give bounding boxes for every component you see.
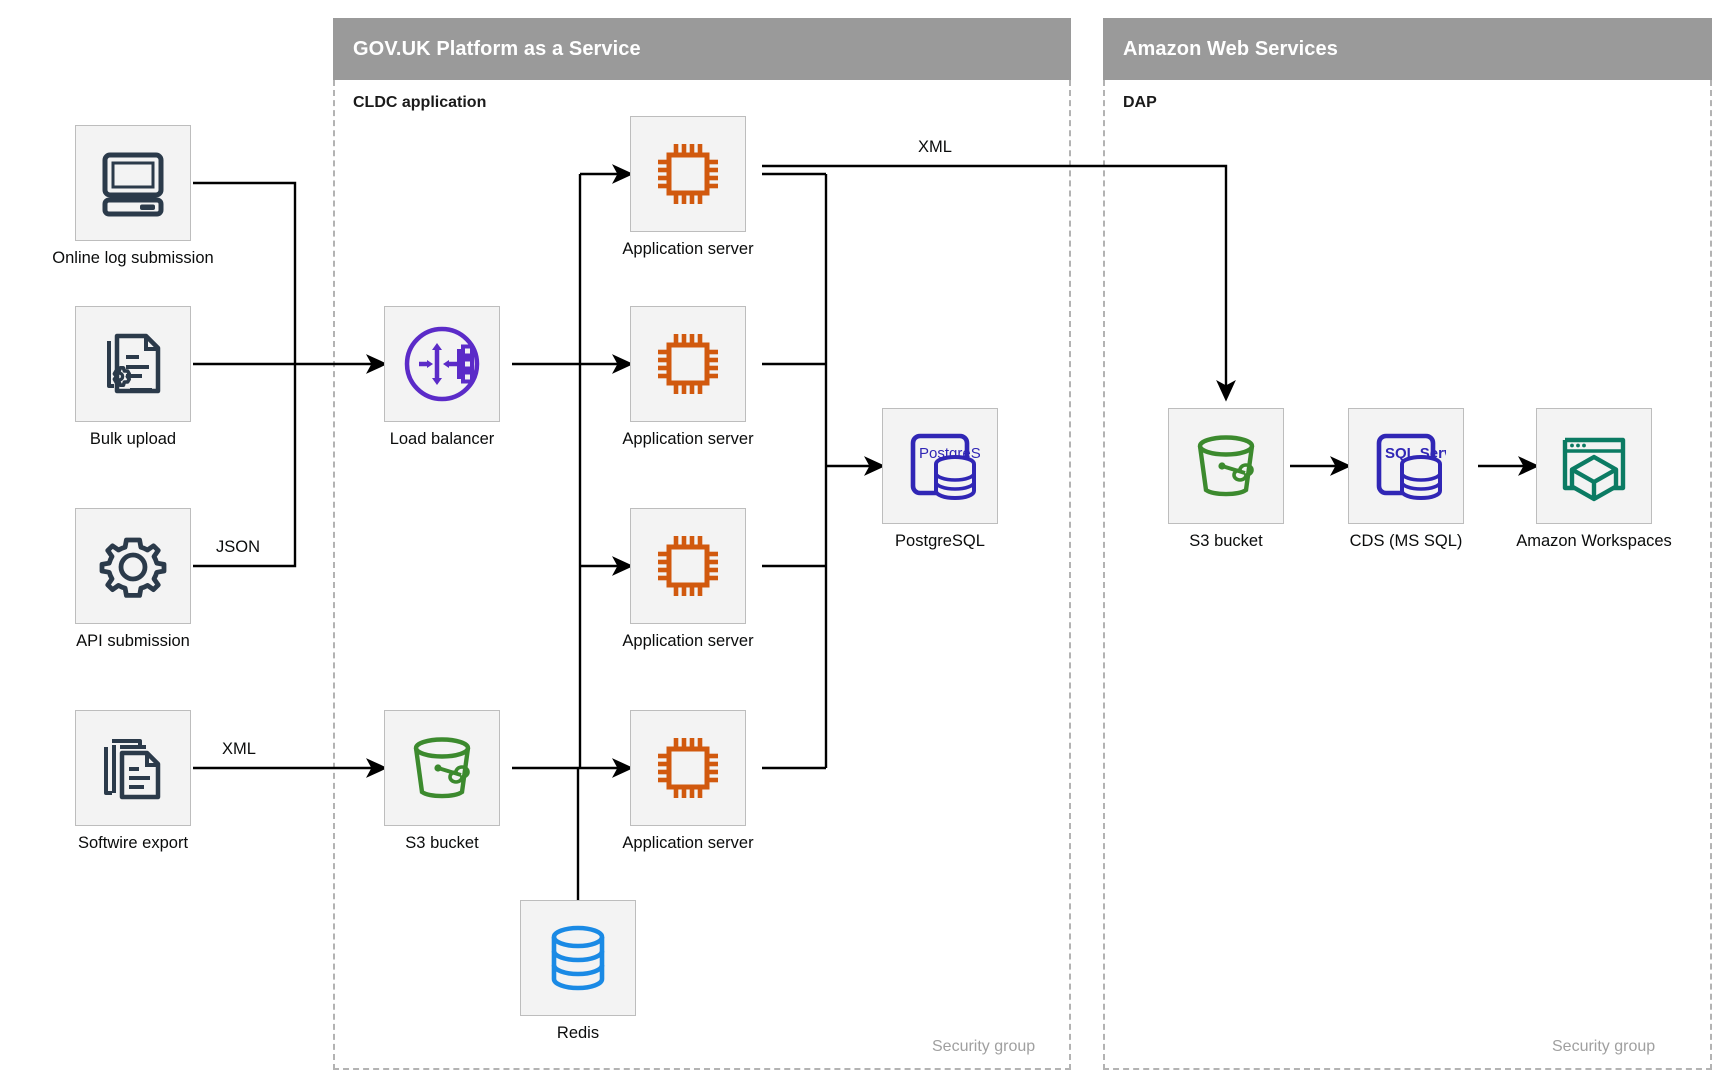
node-tile-api-submission [75, 508, 191, 624]
node-postgresql[interactable]: PostgreSQL PostgreSQL [882, 408, 998, 550]
edge-label-json-text: JSON [216, 538, 261, 556]
bucket-icon [1197, 435, 1255, 497]
node-tile-app-server-4 [630, 710, 746, 826]
document-gear-icon [107, 333, 161, 394]
node-app-server-3[interactable]: Application server [622, 508, 754, 650]
node-online-log-submission[interactable]: Online log submission [52, 125, 214, 267]
security-group-label-aws: Security group [1552, 1038, 1655, 1056]
node-s3-bucket-paas[interactable]: S3 bucket [384, 710, 500, 852]
node-tile-app-server-2 [630, 306, 746, 422]
group-title-dap: DAP [1123, 94, 1157, 112]
document-stack-icon [104, 739, 161, 800]
node-label-app-server-1: Application server [622, 240, 754, 258]
edge-label-xml-to-s3: XML [918, 138, 952, 157]
edge-label-xml-to-s3-text: XML [918, 138, 952, 156]
node-s3-bucket-aws[interactable]: S3 bucket [1168, 408, 1284, 550]
cpu-chip-icon [658, 738, 718, 798]
node-tile-s3-bucket-paas [384, 710, 500, 826]
node-label-load-balancer: Load balancer [389, 430, 495, 448]
cpu-chip-icon [658, 536, 718, 596]
node-label-app-server-2: Application server [622, 430, 754, 448]
zone-header-aws-label: Amazon Web Services [1123, 37, 1338, 60]
group-title-dap-label: DAP [1123, 94, 1157, 111]
zone-header-paas: GOV.UK Platform as a Service [333, 18, 1071, 80]
node-label-s3-bucket-paas: S3 bucket [405, 834, 479, 852]
security-group-paas [333, 80, 1071, 1070]
node-tile-softwire-export [75, 710, 191, 826]
cpu-chip-icon [658, 144, 718, 204]
node-amazon-workspaces[interactable]: Amazon Workspaces [1516, 408, 1672, 550]
node-label-s3-bucket-aws: S3 bucket [1189, 532, 1263, 550]
load-balancer-icon [404, 326, 480, 402]
node-label-amazon-workspaces: Amazon Workspaces [1516, 532, 1672, 550]
node-tile-redis [520, 900, 636, 1016]
node-app-server-2[interactable]: Application server [622, 306, 754, 448]
node-label-redis: Redis [556, 1024, 600, 1042]
node-tile-amazon-workspaces [1536, 408, 1652, 524]
node-tile-app-server-3 [630, 508, 746, 624]
node-tile-bulk-upload [75, 306, 191, 422]
node-api-submission[interactable]: API submission [75, 508, 191, 650]
group-title-cldc-label: CLDC application [353, 94, 487, 111]
security-group-label-paas: Security group [932, 1038, 1035, 1056]
edge-label-json: JSON [216, 538, 260, 557]
node-tile-s3-bucket-aws [1168, 408, 1284, 524]
edge-label-xml-softwire: XML [222, 740, 256, 759]
node-tile-app-server-1 [630, 116, 746, 232]
edge-label-xml-softwire-text: XML [222, 740, 256, 758]
node-bulk-upload[interactable]: Bulk upload [75, 306, 191, 448]
bucket-icon [413, 737, 471, 799]
node-redis[interactable]: Redis [520, 900, 636, 1042]
zone-header-aws: Amazon Web Services [1103, 18, 1712, 80]
node-label-cds-ms-sql: CDS (MS SQL) [1349, 532, 1463, 550]
node-label-softwire-export: Softwire export [77, 834, 189, 852]
desktop-computer-icon [102, 152, 164, 217]
node-label-online-log-submission: Online log submission [52, 249, 214, 267]
node-tile-online-log-submission [75, 125, 191, 241]
node-tile-load-balancer [384, 306, 500, 422]
node-label-app-server-4: Application server [622, 834, 754, 852]
node-tile-postgresql: PostgreSQL [882, 408, 998, 524]
node-cds-ms-sql[interactable]: SQL Server CDS (MS SQL) [1348, 408, 1464, 550]
node-label-api-submission: API submission [76, 632, 190, 650]
node-tile-cds-ms-sql: SQL Server [1348, 408, 1464, 524]
security-group-aws [1103, 80, 1712, 1070]
workspaces-cube-icon [1562, 437, 1626, 502]
node-load-balancer[interactable]: Load balancer [384, 306, 500, 448]
zone-header-paas-label: GOV.UK Platform as a Service [353, 37, 641, 60]
security-group-label-paas-text: Security group [932, 1038, 1036, 1055]
node-softwire-export[interactable]: Softwire export [75, 710, 191, 852]
sqlserver-database-icon: SQL Server [1376, 433, 1446, 500]
group-title-cldc: CLDC application [353, 94, 486, 112]
database-cylinder-icon [551, 925, 605, 991]
gear-icon [99, 537, 167, 598]
security-group-label-aws-text: Security group [1552, 1038, 1656, 1055]
node-label-app-server-3: Application server [622, 632, 754, 650]
node-label-bulk-upload: Bulk upload [89, 430, 177, 448]
node-app-server-1[interactable]: Application server [622, 116, 754, 258]
postgresql-database-icon: PostgreSQL [910, 433, 980, 500]
node-app-server-4[interactable]: Application server [622, 710, 754, 852]
cpu-chip-icon [658, 334, 718, 394]
node-label-postgresql: PostgreSQL [895, 532, 985, 550]
